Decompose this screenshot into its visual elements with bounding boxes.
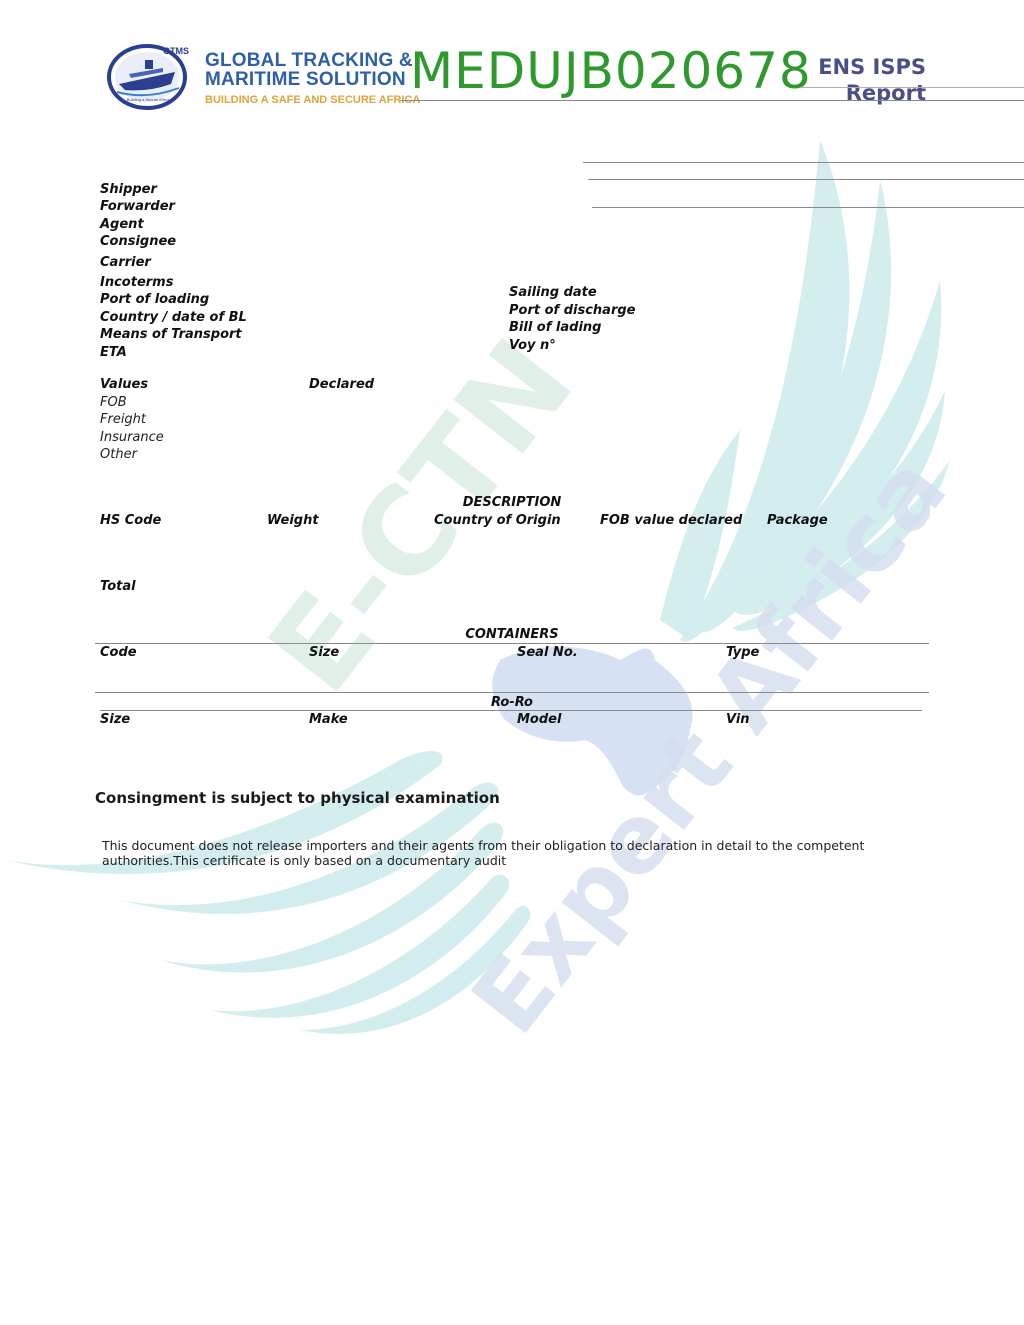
logo-badge-text: GTMS [163, 46, 189, 56]
roro-rule [100, 710, 922, 711]
shipper-label: Shipper [100, 182, 157, 197]
values-header: Values [100, 377, 149, 392]
value-row-freight: Freight [100, 412, 147, 427]
col-roro-model: Model [517, 712, 562, 727]
port-of-discharge-label: Port of discharge [509, 303, 636, 318]
containers-rule-top [95, 643, 929, 644]
header-rule-2 [800, 87, 1024, 88]
col-roro-make: Make [309, 712, 348, 727]
roro-title: Ro-Ro [491, 695, 533, 710]
header-rule-1 [400, 100, 1024, 101]
col-roro-vin: Vin [726, 712, 750, 727]
sailing-date-label: Sailing date [509, 285, 597, 300]
port-of-loading-label: Port of loading [100, 292, 210, 307]
company-tagline: BUILDING A SAFE AND SECURE AFRICA [205, 94, 421, 106]
disclaimer-text: This document does not release importers… [102, 838, 865, 868]
country-date-bl-label: Country / date of BL [100, 310, 247, 325]
watermark-text-expert-africa: Expert Africa [451, 436, 968, 1054]
col-fob-value-declared: FOB value declared [600, 513, 743, 528]
col-roro-size: Size [100, 712, 131, 727]
value-row-other: Other [100, 447, 137, 462]
col-package: Package [767, 513, 828, 528]
ship-logo-icon [107, 44, 187, 110]
col-seal-no: Seal No. [517, 645, 578, 660]
col-hs-code: HS Code [100, 513, 162, 528]
document-number: MEDUJB020678 [410, 42, 812, 100]
report-title-line-2: Report [845, 81, 926, 105]
value-row-fob: FOB [100, 395, 127, 410]
bill-of-lading-label: Bill of lading [509, 320, 602, 335]
voy-label: Voy n° [509, 338, 556, 353]
examination-note: Consingment is subject to physical exami… [95, 789, 500, 807]
eta-label: ETA [100, 345, 127, 360]
logo-tagline: Building a Secure Africa [126, 97, 170, 102]
consignee-label: Consignee [100, 234, 177, 249]
col-country-of-origin: Country of Origin [434, 513, 561, 528]
carrier-label: Carrier [100, 255, 151, 270]
total-label: Total [100, 579, 136, 594]
col-container-type: Type [726, 645, 760, 660]
value-row-insurance: Insurance [100, 430, 164, 445]
declared-header: Declared [309, 377, 375, 392]
report-title-line-1: ENS ISPS [818, 55, 926, 79]
col-container-code: Code [100, 645, 137, 660]
col-container-size: Size [309, 645, 340, 660]
rule-parties-1 [583, 162, 1024, 163]
rule-parties-2 [588, 179, 1024, 180]
company-logo: GTMS Building a Secure Africa [105, 44, 197, 110]
col-weight: Weight [267, 513, 319, 528]
agent-label: Agent [100, 217, 144, 232]
containers-rule-bottom [95, 692, 929, 693]
rule-parties-3 [592, 207, 1024, 208]
company-name-line-1: GLOBAL TRACKING & [205, 50, 413, 71]
description-title: DESCRIPTION [462, 495, 562, 510]
means-of-transport-label: Means of Transport [100, 327, 242, 342]
containers-title: CONTAINERS [465, 627, 559, 642]
company-name-line-2: MARITIME SOLUTION [205, 69, 406, 90]
forwarder-label: Forwarder [100, 199, 175, 214]
incoterms-label: Incoterms [100, 275, 174, 290]
